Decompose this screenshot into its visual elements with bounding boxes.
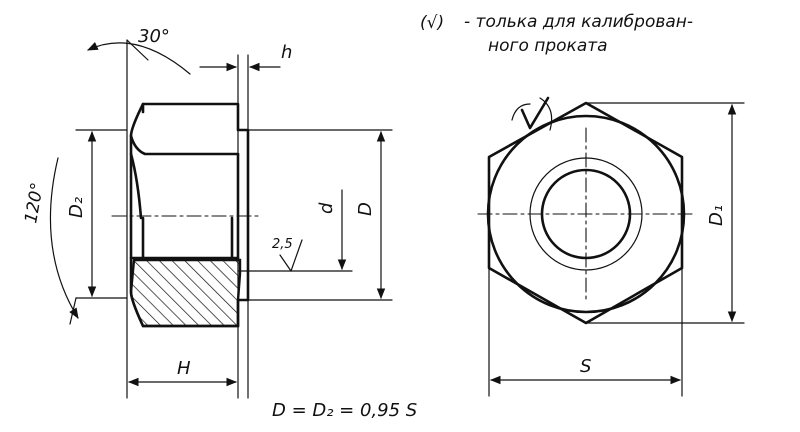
note-line-2: ного проката: [488, 36, 608, 56]
label-d: d: [316, 202, 337, 214]
label-30-deg: 30°: [138, 26, 170, 47]
label-D2: D₂: [66, 197, 87, 218]
label-roughness: 2,5: [272, 237, 293, 252]
note-line-1: - толька для калиброван-: [464, 12, 693, 32]
front-view: [477, 96, 745, 397]
hatched-section: [129, 258, 242, 328]
note-symbol: (√): [420, 13, 444, 33]
label-S: S: [580, 356, 591, 377]
label-formula: D = D₂ = 0,95 S: [272, 400, 417, 421]
label-H: H: [177, 358, 191, 379]
side-view: [49, 39, 393, 399]
label-D1: D₁: [706, 205, 727, 226]
label-120-deg: 120°: [21, 181, 48, 225]
label-h: h: [281, 42, 292, 63]
label-D: D: [355, 202, 376, 216]
